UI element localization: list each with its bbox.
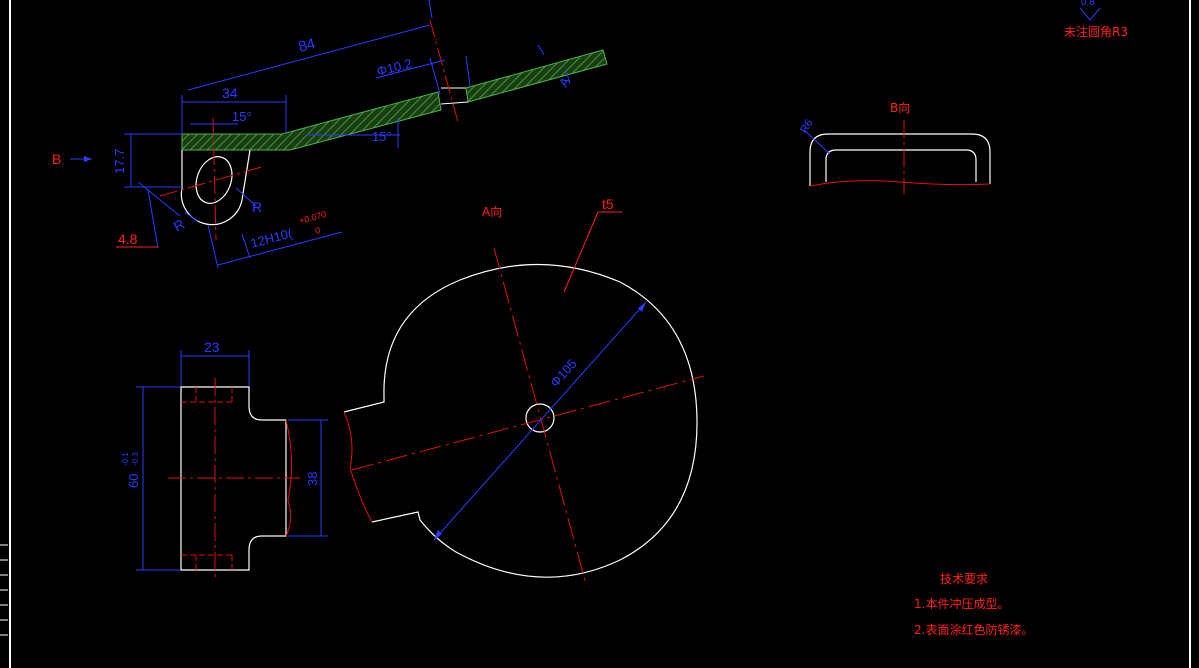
roughness-symbol [1079, 7, 1101, 21]
frame-margin-ticks [0, 544, 8, 636]
disc-center-hole [525, 403, 555, 433]
dim-60-tol-upper: -0.1 [121, 452, 130, 466]
disc-outline [371, 263, 698, 578]
lug-hole [195, 156, 233, 204]
top-view: 84 34 Φ10.2 15° 15° 17.7 4.8 12H10( +0.0… [52, 0, 608, 269]
b-view-break-line [809, 180, 991, 187]
a-view-thickness: t5 [602, 196, 614, 212]
dim-4-8: 4.8 [118, 231, 138, 247]
tech-requirement-2: 2.表面涂红色防锈漆。 [914, 622, 1033, 637]
tech-requirements-title: 技术要求 [940, 572, 988, 586]
hole-fit-lower: 0 [314, 225, 321, 236]
tech-requirement-1: 1.本件冲压成型。 [914, 596, 1009, 611]
dim-38: 38 [305, 472, 320, 486]
tech-requirements: 技术要求 1.本件冲压成型。 2.表面涂红色防锈漆。 [914, 572, 1033, 637]
untoleranced-fillet-note: 未注圆角R3 [1064, 24, 1128, 39]
a-view-diameter: Φ105 [547, 356, 580, 390]
hole-fit-upper: +0.070 [298, 209, 327, 226]
b-view-radius: R6 [798, 117, 815, 135]
corner-note: 0.8 未注圆角R3 [1064, 0, 1128, 39]
dim-60: 60 [126, 474, 141, 488]
radius-r2: R [171, 216, 188, 235]
view-b-marker: B [52, 151, 61, 167]
b-view-outline [809, 133, 991, 186]
dim-84: 84 [297, 35, 318, 56]
hole-fit: 12H10( [249, 225, 295, 251]
dim-34: 34 [222, 85, 238, 101]
radius-r1: R [252, 199, 262, 215]
lug-outline [180, 149, 251, 226]
a-view-label: A向 [482, 204, 502, 219]
dim-60-tol-lower: -0.3 [131, 452, 140, 466]
disc-break-line [343, 411, 373, 523]
strip-section-hatch [181, 91, 442, 151]
angle-15-bottom: 15° [372, 129, 392, 144]
view-a-marker: A [556, 74, 573, 89]
b-view: B向 R6 [798, 100, 991, 194]
roughness-value: 0.8 [1081, 0, 1095, 8]
angle-15-top: 15° [232, 109, 252, 124]
a-view: A向 t5 Φ105 [343, 196, 705, 585]
dim-23: 23 [204, 339, 220, 355]
side-view: 23 60 -0.1 -0.3 38 [121, 339, 328, 578]
dim-phi10-2: Φ10.2 [375, 56, 413, 79]
strip-end-hatch [465, 49, 608, 103]
dim-17-7: 17.7 [112, 149, 127, 174]
b-view-label: B向 [890, 100, 910, 115]
